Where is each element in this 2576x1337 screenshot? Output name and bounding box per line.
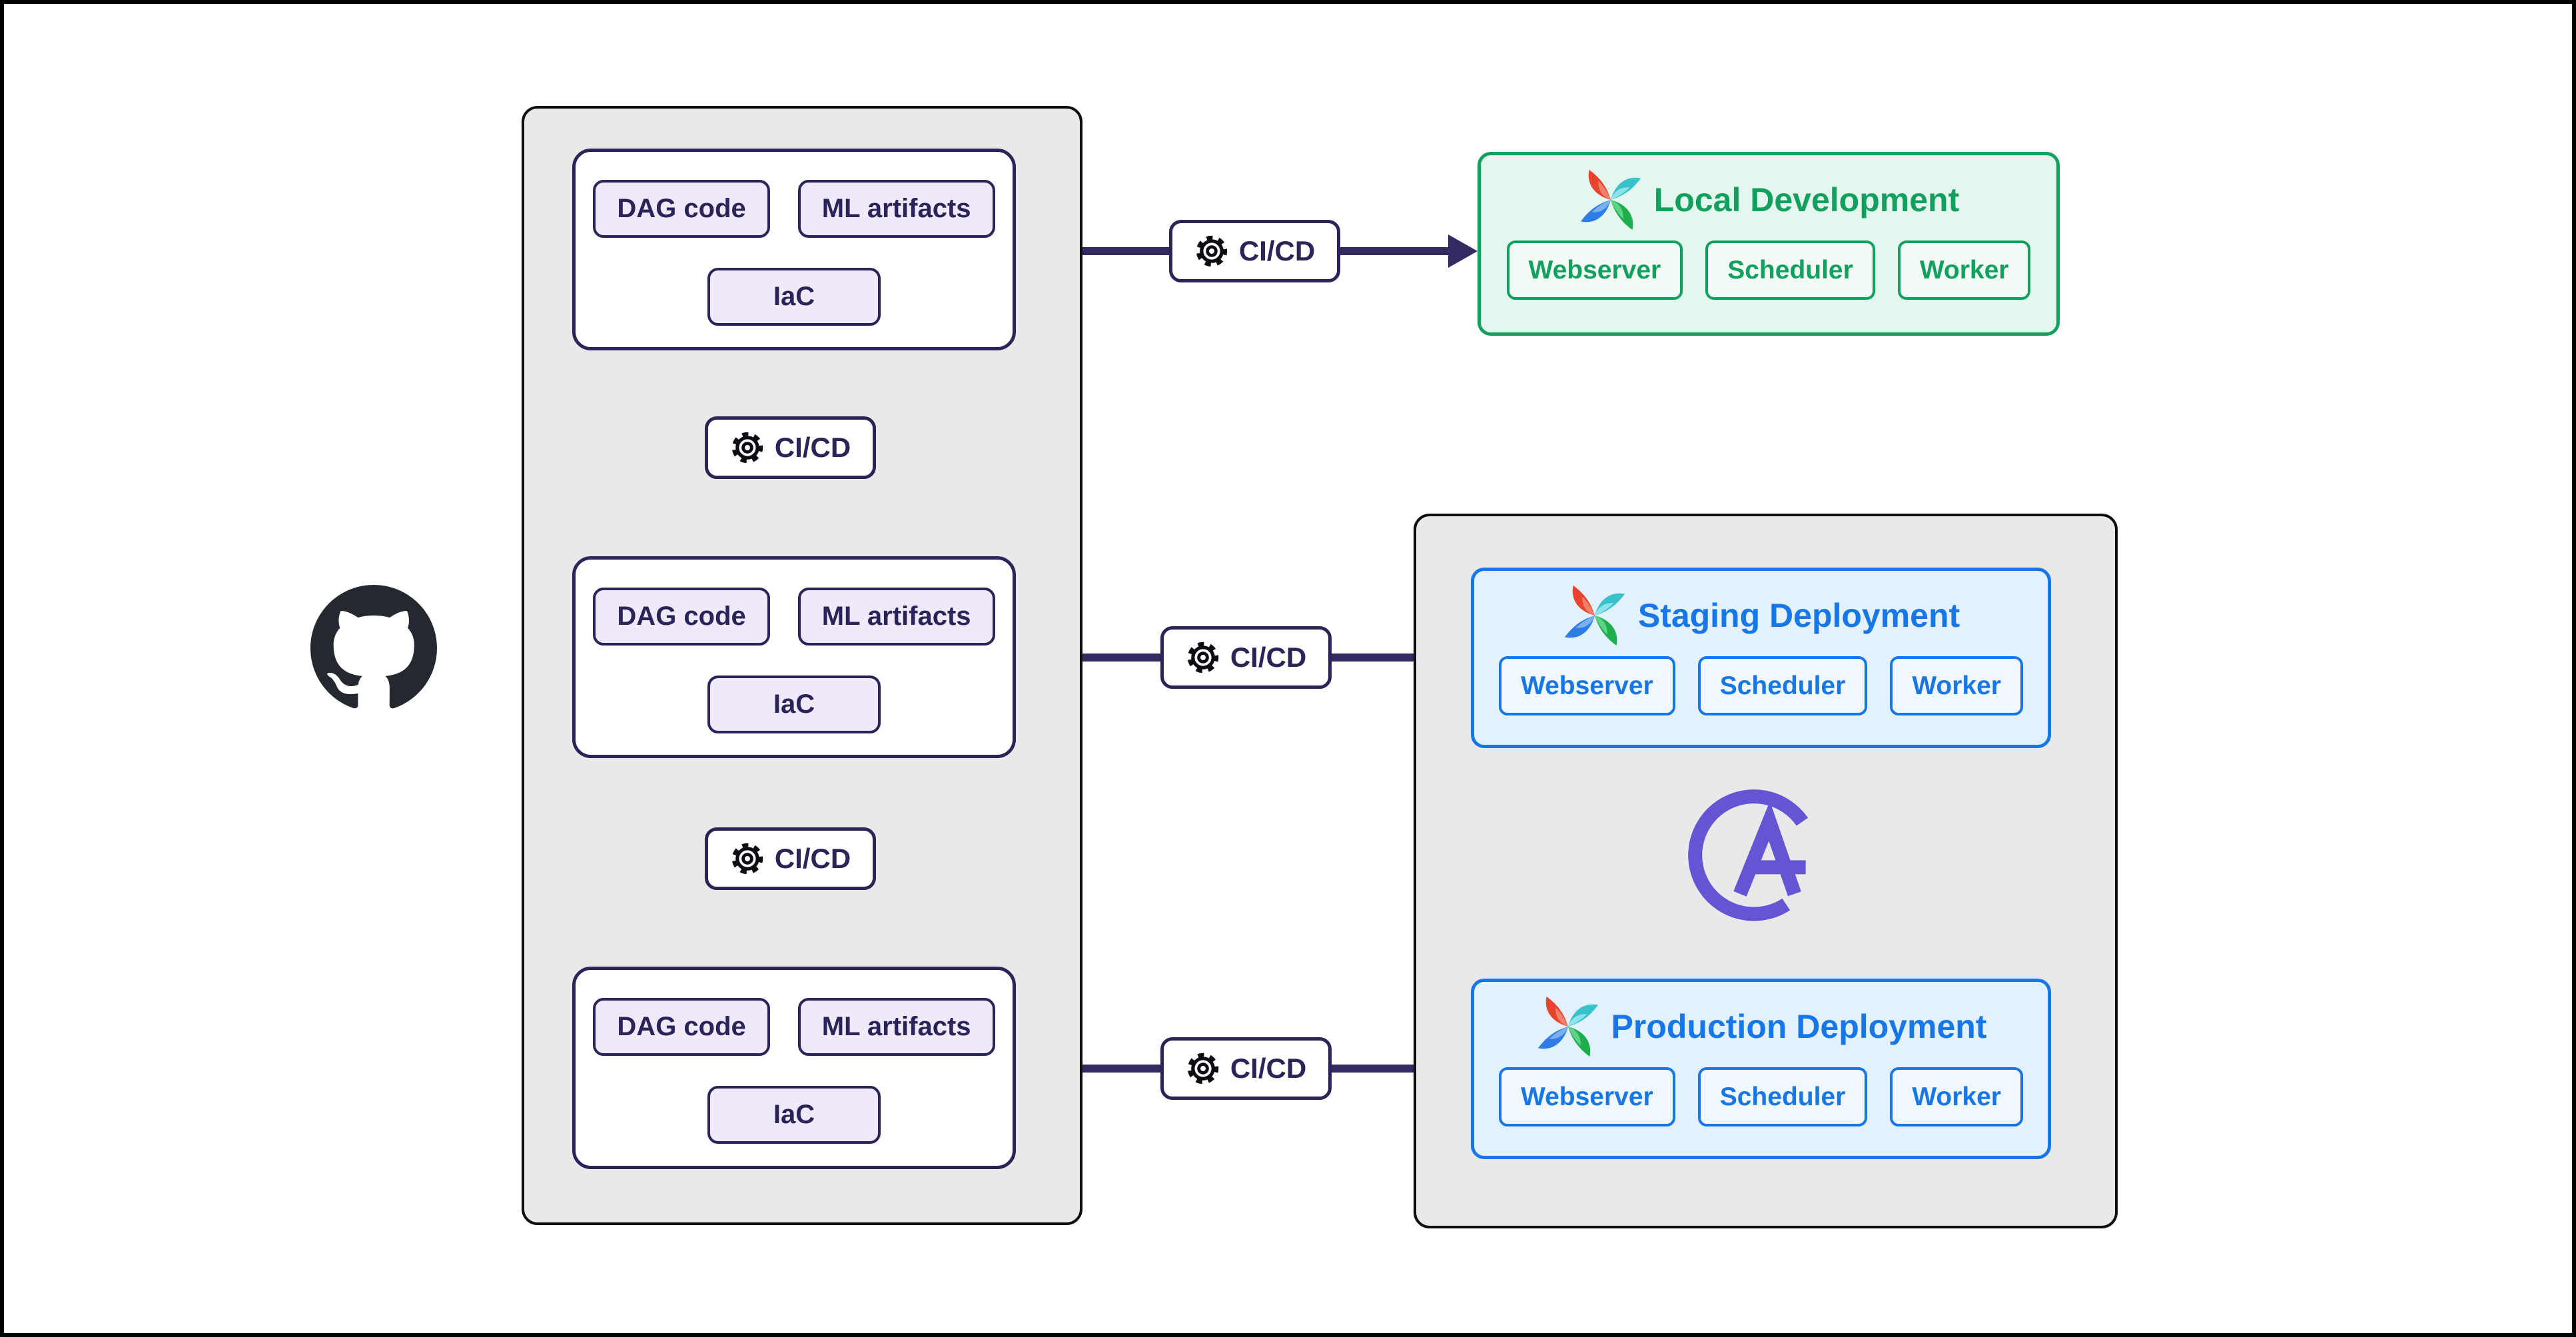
cicd-label: CI/CD bbox=[1230, 642, 1307, 673]
gear-icon bbox=[1186, 1051, 1220, 1086]
repo-chip-row: DAG code ML artifacts bbox=[576, 588, 1013, 646]
worker-chip: Worker bbox=[1897, 240, 2031, 300]
airflow-icon bbox=[1537, 996, 1598, 1057]
cicd-label: CI/CD bbox=[774, 432, 851, 463]
repo-box-2: DAG code ML artifacts IaC bbox=[572, 556, 1016, 758]
ml-artifacts-chip: ML artifacts bbox=[797, 180, 995, 238]
gear-icon bbox=[1186, 640, 1220, 675]
dag-code-chip: DAG code bbox=[593, 588, 770, 646]
cicd-badge-local: CI/CD bbox=[1169, 220, 1340, 282]
env-components-row: Webserver Scheduler Worker bbox=[1499, 656, 2023, 715]
scheduler-chip: Scheduler bbox=[1697, 656, 1868, 715]
env-title-row: Local Development bbox=[1578, 165, 1959, 235]
env-staging-deployment: Staging Deployment Webserver Scheduler W… bbox=[1471, 568, 2051, 748]
repo-chip-row: DAG code ML artifacts bbox=[576, 180, 1013, 238]
gear-icon bbox=[730, 841, 765, 876]
webserver-chip: Webserver bbox=[1506, 240, 1683, 300]
scheduler-chip: Scheduler bbox=[1705, 240, 1875, 300]
env-title: Staging Deployment bbox=[1637, 597, 1960, 634]
cicd-label: CI/CD bbox=[1230, 1053, 1307, 1084]
env-title: Local Development bbox=[1653, 181, 1960, 219]
ml-artifacts-chip: ML artifacts bbox=[797, 998, 995, 1056]
repo-chip-row: DAG code ML artifacts bbox=[576, 998, 1013, 1056]
github-logo bbox=[310, 585, 437, 711]
cicd-badge-vertical-2: CI/CD bbox=[705, 827, 876, 890]
iac-chip: IaC bbox=[707, 675, 881, 733]
cicd-label: CI/CD bbox=[1238, 235, 1316, 266]
webserver-chip: Webserver bbox=[1499, 656, 1675, 715]
repo-box-3: DAG code ML artifacts IaC bbox=[572, 967, 1016, 1169]
iac-chip: IaC bbox=[707, 1086, 881, 1144]
env-title-row: Production Deployment bbox=[1535, 991, 1987, 1062]
astronomer-logo bbox=[1684, 785, 1824, 925]
webserver-chip: Webserver bbox=[1499, 1067, 1675, 1126]
airflow-icon bbox=[1564, 585, 1625, 646]
cicd-badge-vertical-1: CI/CD bbox=[705, 416, 876, 479]
dag-code-chip: DAG code bbox=[593, 998, 770, 1056]
cicd-badge-production: CI/CD bbox=[1160, 1037, 1332, 1100]
github-icon bbox=[310, 585, 437, 709]
env-production-deployment: Production Deployment Webserver Schedule… bbox=[1471, 979, 2051, 1159]
cicd-label: CI/CD bbox=[774, 843, 851, 874]
env-local-development: Local Development Webserver Scheduler Wo… bbox=[1478, 152, 2060, 336]
dag-code-chip: DAG code bbox=[593, 180, 770, 238]
iac-chip: IaC bbox=[707, 268, 881, 326]
worker-chip: Worker bbox=[1890, 656, 2023, 715]
gear-icon bbox=[1194, 234, 1229, 268]
env-components-row: Webserver Scheduler Worker bbox=[1499, 1067, 2023, 1126]
astronomer-icon bbox=[1688, 789, 1809, 921]
cicd-badge-staging: CI/CD bbox=[1160, 626, 1332, 689]
env-components-row: Webserver Scheduler Worker bbox=[1506, 240, 2031, 300]
env-title: Production Deployment bbox=[1611, 1008, 1987, 1045]
worker-chip: Worker bbox=[1890, 1067, 2023, 1126]
ml-artifacts-chip: ML artifacts bbox=[797, 588, 995, 646]
env-title-row: Staging Deployment bbox=[1562, 580, 1960, 651]
scheduler-chip: Scheduler bbox=[1697, 1067, 1868, 1126]
repo-box-1: DAG code ML artifacts IaC bbox=[572, 149, 1016, 350]
gear-icon bbox=[730, 430, 765, 465]
airflow-icon bbox=[1580, 169, 1641, 230]
